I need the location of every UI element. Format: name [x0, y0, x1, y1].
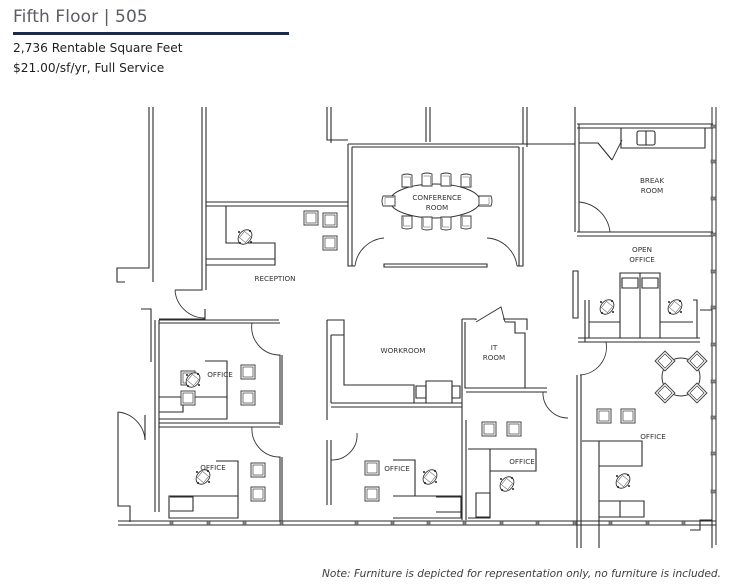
label-it-2: ROOM — [483, 353, 506, 362]
rental-rate: $21.00/sf/yr, Full Service — [13, 61, 165, 75]
title-rule — [13, 32, 289, 35]
rentable-area: 2,736 Rentable Square Feet — [13, 41, 183, 55]
label-break: BREAK — [640, 176, 664, 185]
label-open-office-2: OFFICE — [629, 255, 655, 264]
lounge-furniture — [180, 210, 708, 502]
label-office-center: OFFICE — [384, 464, 410, 473]
doors — [117, 139, 623, 461]
label-open-office: OPEN — [632, 245, 652, 254]
label-conference: CONFERENCE — [412, 193, 462, 202]
conference-furniture — [381, 172, 493, 231]
label-office-it: OFFICE — [509, 457, 535, 466]
label-office-left-lower: OFFICE — [200, 463, 226, 472]
listing-header: Fifth Floor | 505 2,736 Rentable Square … — [13, 6, 289, 78]
label-workroom: WORKROOM — [381, 346, 426, 355]
walls — [116, 107, 717, 548]
furniture-note: Note: Furniture is depicted for represen… — [321, 568, 721, 580]
label-reception: RECEPTION — [255, 274, 296, 283]
page-title: Fifth Floor | 505 — [13, 7, 148, 27]
label-office-corner: OFFICE — [640, 432, 666, 441]
label-office-left-upper: OFFICE — [207, 370, 233, 379]
window-mullions — [169, 124, 717, 526]
room-labels: CONFERENCE ROOM BREAK ROOM OPEN OFFICE R… — [200, 176, 666, 473]
label-conference-2: ROOM — [426, 203, 449, 212]
label-break-2: ROOM — [641, 186, 664, 195]
label-it: IT — [491, 343, 498, 352]
